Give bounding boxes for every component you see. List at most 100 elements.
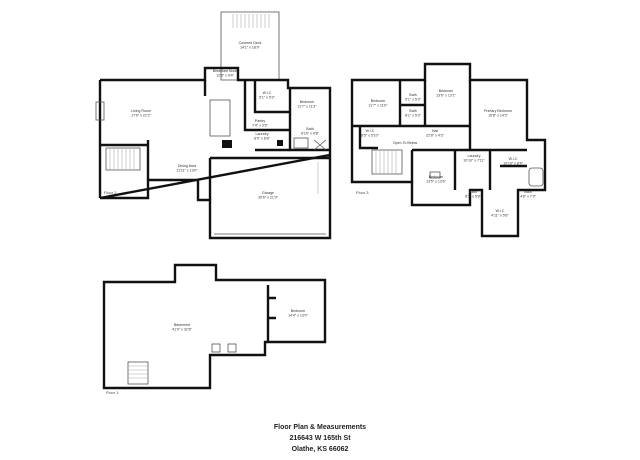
caption-title: Floor Plan & Measurements <box>273 424 367 431</box>
tub-icon <box>528 167 544 187</box>
column-icon <box>277 140 283 146</box>
room-name: Breakfast Nook <box>213 69 238 73</box>
room-dims: 8'0" x 6'8" <box>254 137 270 141</box>
room-name: Garage <box>262 191 274 195</box>
kitchen-island <box>209 99 231 137</box>
room-dims: 13'5" x 13'6" <box>426 180 446 184</box>
room-dims: 10'10" x 8'4" <box>503 162 523 166</box>
stairs-icon <box>105 147 141 171</box>
room-dims: 11'7" x 11'0" <box>368 104 388 108</box>
room-dims: 4'11" x 5'6" <box>491 214 509 218</box>
room-dims: 10'10" x 7'11" <box>463 159 485 163</box>
fireplace-icon <box>95 101 105 121</box>
room-name: Primary Bedroom <box>484 109 512 113</box>
room-dims: 8'5" x 5'10" <box>361 134 379 138</box>
room-name: Laundry <box>468 154 481 158</box>
room-dims: 8'10" x 4'8" <box>301 132 319 136</box>
floor-3-outer-wall <box>350 62 547 238</box>
mechanical-icon <box>227 343 237 353</box>
stairs-icon <box>127 361 149 385</box>
room-dims: 7'4" x 3'6" <box>252 124 268 128</box>
room-dims: 8'1" x 5'8" <box>465 195 481 199</box>
room-name: W.I.C <box>509 157 518 161</box>
floor-1-outer-wall <box>102 263 327 390</box>
svg-text:W.I.C8'5" x 5'10": W.I.C8'5" x 5'10" <box>361 129 379 138</box>
room-name: Bath <box>409 109 416 113</box>
floor-2-label: Floor 2 <box>104 190 117 195</box>
room-name: Bath <box>306 127 313 131</box>
room-dims: 30'6" x 21'9" <box>258 196 278 200</box>
sink-icon <box>429 171 441 179</box>
room-dims: 11'7" x 11'3" <box>297 105 317 109</box>
floor-1-plan <box>102 263 327 390</box>
svg-text:W.I.C4'11" x 5'6": W.I.C4'11" x 5'6" <box>491 209 509 218</box>
fridge-icon <box>222 140 232 148</box>
svg-text:W.I.C10'10" x 8'4": W.I.C10'10" x 8'4" <box>503 157 523 166</box>
room-dims: 22'8" x 4'3" <box>426 134 444 138</box>
room-name: Hall <box>432 129 438 133</box>
caption-street-address: 216643 W 165th St <box>289 435 351 442</box>
stairs-icon <box>371 149 403 175</box>
room-dims: 12'8" x 9'4" <box>216 74 234 78</box>
room-name: Bedroom <box>439 89 454 93</box>
room-dims: 11'11" x 13'0" <box>176 169 198 173</box>
floor-3-label: Floor 3 <box>356 190 369 195</box>
room-name: W.I.C <box>366 129 375 133</box>
room-name: Pantry <box>255 119 266 123</box>
floor-2-plan <box>95 11 332 240</box>
svg-text:W.I.C5'1" x 5'3": W.I.C5'1" x 5'3" <box>259 91 275 100</box>
room-name: Bedroom <box>371 99 386 103</box>
room-name: Laundry <box>256 132 269 136</box>
caption-city-state-zip: Olathe, KS 66062 <box>291 446 349 453</box>
room-name: W.I.C <box>263 91 272 95</box>
room-name: Bath <box>409 93 416 97</box>
room-name: Bedroom <box>291 309 306 313</box>
room-name: Bath <box>524 190 531 194</box>
mechanical-icon <box>211 343 221 353</box>
room-dims: 14'1" x 18'9" <box>240 46 260 50</box>
room-dims: 13'6" x 13'1" <box>436 94 456 98</box>
room-name: Dining Area <box>178 164 197 168</box>
room-name: Covered Deck <box>239 41 262 45</box>
tub-icon <box>293 137 309 149</box>
room-name: Living Room <box>131 109 151 113</box>
floor-2-outer-wall <box>99 66 332 240</box>
room-dims: 5'1" x 5'3" <box>405 98 421 102</box>
deck-railing <box>232 14 270 28</box>
room-dims: 4'8" x 7'3" <box>520 195 536 199</box>
room-name: Bedroom <box>429 175 444 179</box>
room-dims: 15'8" x 14'3" <box>488 114 508 118</box>
washer-icon <box>313 139 327 151</box>
room-name: Bedroom <box>300 100 315 104</box>
room-dims: 14'4" x 13'0" <box>288 314 308 318</box>
room-dims: 17'6" x 22'2" <box>131 114 151 118</box>
floor-1-label: Floor 1 <box>106 390 119 395</box>
room-dims: 5'1" x 5'3" <box>259 96 275 100</box>
room-dims: 41'0" x 32'8" <box>172 328 192 332</box>
room-name: Bath <box>469 190 476 194</box>
